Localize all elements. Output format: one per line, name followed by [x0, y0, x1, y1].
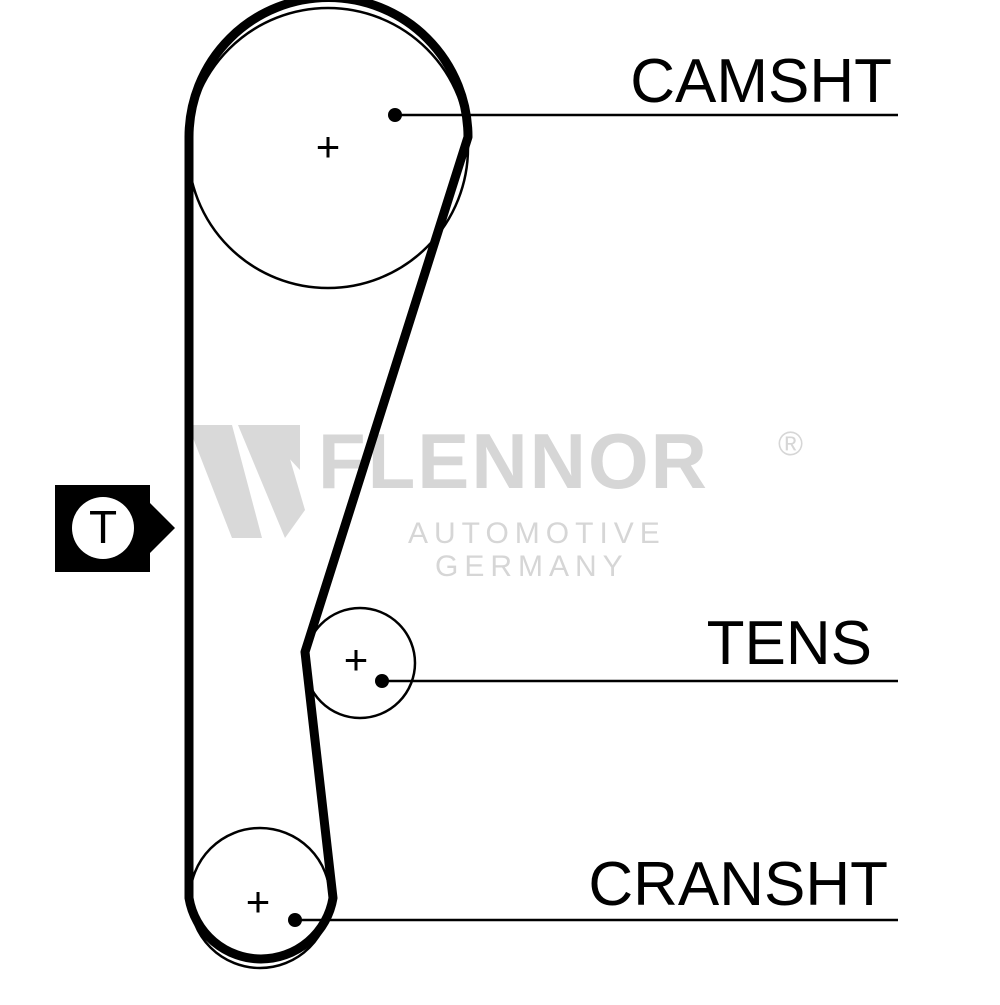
crankshaft-label: CRANSHT: [588, 850, 888, 919]
tensioner-center-mark: +: [344, 636, 369, 683]
camshaft-label: CAMSHT: [630, 47, 892, 116]
tensioner-label: TENS: [707, 609, 872, 678]
marker-letter: T: [89, 501, 117, 553]
watermark: FLENNOR ® AUTOMOTIVE GERMANY: [188, 417, 803, 583]
marker-circle: [72, 497, 134, 559]
watermark-line1: AUTOMOTIVE: [408, 517, 666, 550]
watermark-line2: GERMANY: [435, 550, 629, 583]
crankshaft-center-mark: +: [246, 878, 271, 925]
center-marks: + + +: [246, 123, 369, 925]
camshaft-leader-dot: [388, 108, 402, 122]
labels: CAMSHT TENS CRANSHT: [588, 47, 892, 919]
camshaft-center-mark: +: [316, 123, 341, 170]
leader-lines: [295, 113, 898, 922]
tension-side-marker: T: [55, 485, 175, 572]
leader-dots: [288, 108, 402, 927]
watermark-logo-mark: [188, 425, 305, 538]
watermark-registered: ®: [778, 425, 803, 463]
tensioner-leader-dot: [375, 674, 389, 688]
timing-belt: [184, 0, 473, 964]
belt-path: [184, 0, 473, 964]
crankshaft-leader-dot: [288, 913, 302, 927]
watermark-brand: FLENNOR: [318, 417, 709, 505]
